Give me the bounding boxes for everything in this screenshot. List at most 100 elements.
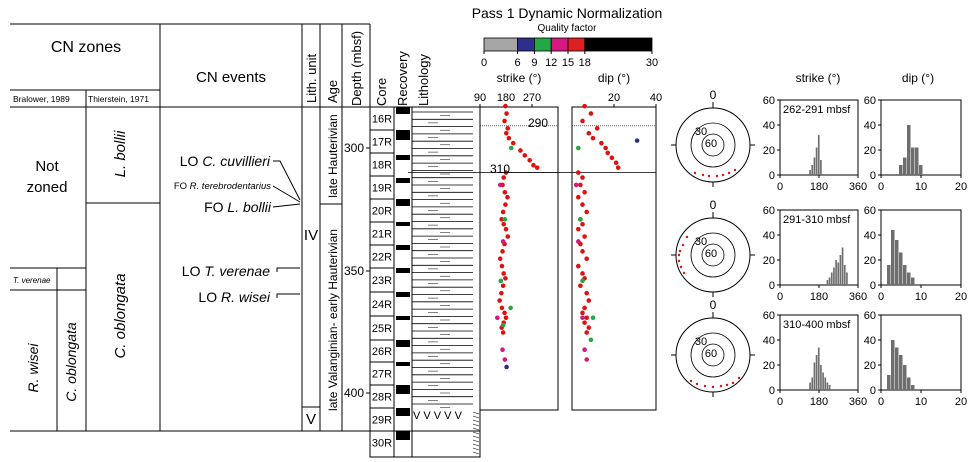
lithology-column: V V V V V [411, 106, 481, 458]
data-point [576, 170, 581, 175]
data-point [580, 118, 585, 124]
data-point [503, 130, 509, 136]
stereonet-pole [689, 379, 693, 383]
data-point [499, 290, 504, 296]
stereonet-ring-label-60: 60 [705, 138, 717, 150]
data-point [588, 337, 594, 343]
data-point [504, 364, 509, 370]
data-point [505, 194, 510, 200]
data-point [503, 226, 509, 232]
lithology-heading: Lithology [416, 53, 431, 106]
histogram-bar [911, 277, 915, 285]
event-lo-verenae: LO T. verenae [182, 263, 270, 279]
l-bollii-zone: L. bollii [112, 130, 129, 177]
lith-unit-v: V [306, 411, 316, 428]
data-point [588, 111, 594, 116]
stereonet-pole [711, 385, 715, 389]
histogram-bar [903, 365, 907, 390]
histogram-bar [911, 147, 915, 175]
event-tick-lines [272, 160, 301, 298]
histogram-y-label-20: 20 [763, 255, 775, 267]
histogram-bar [813, 157, 816, 175]
data-point [497, 298, 502, 303]
data-point [584, 330, 589, 335]
data-point [508, 305, 513, 311]
lithology-hatch [472, 415, 480, 419]
histogram-bar [907, 125, 911, 175]
core-label-21R: 21R [372, 229, 392, 241]
depth-tick-300: 300 [344, 141, 364, 155]
data-point [576, 194, 581, 200]
event-lo-cuvillieri: LO C. cuvillieri [180, 153, 271, 169]
stereonet-ring-label-30: 30 [695, 336, 707, 348]
histogram-y-label-40: 40 [763, 335, 775, 347]
quality-tick-label-12: 12 [545, 57, 557, 69]
stereonet-pole [727, 171, 731, 175]
data-point [499, 263, 505, 269]
figure-title: Pass 1 Dynamic Normalization [472, 5, 663, 21]
data-point [584, 209, 589, 215]
stereonet-pole [681, 243, 685, 247]
data-point [510, 140, 516, 146]
histogram-bar [907, 377, 911, 390]
histogram-bar [837, 262, 840, 285]
scatter-tick-label-90: 90 [474, 92, 486, 104]
core-label-30R: 30R [372, 438, 392, 450]
histogram-x-label-180: 180 [810, 396, 828, 408]
data-point [582, 103, 587, 109]
quality-bar-segment [584, 37, 653, 52]
histogram-bar [813, 362, 816, 390]
histogram-x-label-180: 180 [810, 181, 828, 193]
event-fo-terebrodentarius: FO R. terebrodentarius [174, 181, 271, 192]
stereonet-north-label: 0 [710, 198, 717, 212]
core-label-22R: 22R [372, 252, 392, 264]
stereonet-pole [703, 384, 707, 388]
histogram-y-label-20: 20 [864, 145, 876, 157]
quality-tick-label-0: 0 [481, 57, 487, 69]
core-heading: Core [374, 78, 389, 106]
data-point [522, 153, 528, 158]
histogram-x-label-10: 10 [915, 291, 927, 303]
data-point [578, 283, 583, 289]
histogram-y-label-60: 60 [763, 205, 775, 217]
data-point [527, 158, 532, 163]
histogram-bar [887, 265, 891, 285]
data-point [502, 189, 508, 195]
histogram-x-label-360: 360 [849, 181, 867, 193]
histogram-y-label-40: 40 [864, 230, 876, 242]
hist-strike-title: strike (°) [796, 71, 841, 85]
depth-tick-400: 400 [344, 386, 364, 400]
quality-tick-label-6: 6 [515, 57, 521, 69]
histogram-bar [887, 375, 891, 390]
recovery-block [396, 199, 410, 206]
hist-dip-title: dip (°) [902, 71, 934, 85]
data-point [501, 175, 506, 180]
histogram-y-label-40: 40 [864, 120, 876, 132]
stereonet-ring-label-30: 30 [695, 236, 707, 248]
histogram-y-label-40: 40 [763, 120, 775, 132]
histogram-bar [846, 272, 848, 285]
data-point [586, 298, 592, 303]
recovery-block [396, 222, 410, 226]
stereonet-pole [707, 174, 711, 178]
lithology-hatch [472, 451, 480, 455]
lithology-hatch [472, 411, 480, 415]
quality-tick-label-15: 15 [562, 57, 574, 69]
data-point [502, 357, 508, 362]
data-point [501, 221, 506, 227]
depth-heading: Depth (mbsf) [349, 31, 364, 106]
data-point [576, 226, 581, 232]
stereonet-north-label: 0 [710, 88, 717, 102]
histogram-x-label-10: 10 [915, 396, 927, 408]
stereonet-pole [693, 171, 697, 175]
data-point [580, 221, 585, 227]
histogram-x-label-360: 360 [849, 396, 867, 408]
scatter-tick-label-270: 270 [523, 92, 541, 104]
quality-tick-label-18: 18 [579, 57, 591, 69]
histogram-y-label-40: 40 [864, 335, 876, 347]
